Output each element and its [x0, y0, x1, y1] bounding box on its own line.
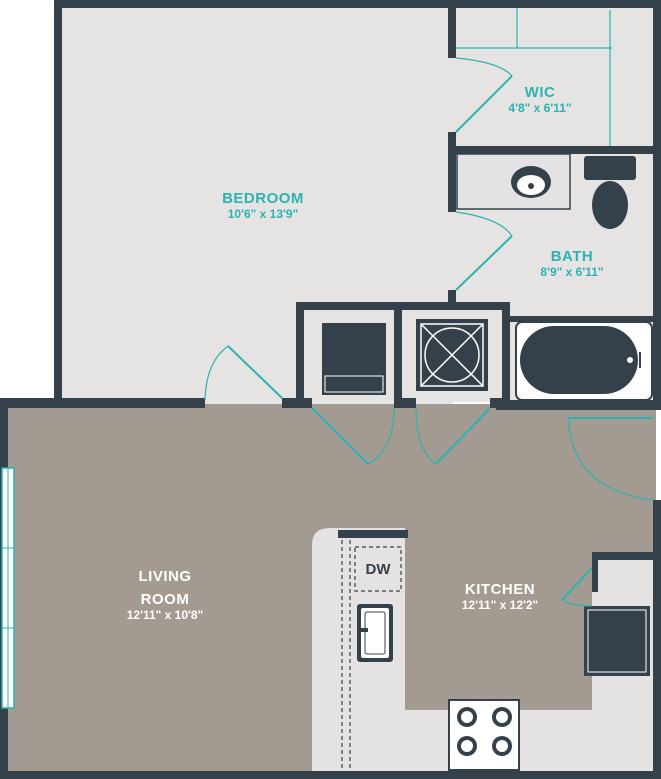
bath-dims: 8'9" x 6'11" — [540, 265, 604, 279]
wic-dims: 4'8" x 6'11" — [508, 101, 572, 115]
sink-inner — [364, 611, 386, 655]
tub-drain — [627, 357, 633, 363]
bar-top — [338, 530, 408, 538]
bedroom-label: BEDROOM 10'6" x 13'9" — [188, 190, 338, 221]
refrigerator-outline — [587, 609, 647, 673]
living-name-line2: ROOM — [140, 591, 190, 608]
washer-panel — [324, 375, 384, 393]
bathtub-basin — [520, 326, 638, 394]
kitchen-name: KITCHEN — [464, 581, 536, 598]
living-name-line1: LIVING — [138, 568, 192, 585]
wic-name: WIC — [524, 84, 556, 101]
wic-label: WIC 4'8" x 6'11" — [490, 84, 590, 115]
stove-burner-ring — [461, 711, 473, 723]
living-dims: 12'11" x 10'8" — [126, 608, 204, 622]
toilet-bowl — [592, 181, 628, 229]
bath-label: BATH 8'9" x 6'11" — [522, 248, 622, 279]
toilet-tank — [584, 156, 636, 180]
kitchen-dims: 12'11" x 12'2" — [461, 598, 539, 612]
water-heater-x2 — [420, 323, 484, 387]
living-label: LIVING ROOM 12'11" x 10'8" — [100, 568, 230, 622]
washer — [322, 323, 386, 395]
faucet — [358, 628, 368, 632]
water-heater-circle — [424, 327, 480, 383]
water-heater-frame — [420, 323, 484, 387]
refrigerator — [584, 606, 650, 676]
bath-name: BATH — [550, 248, 594, 265]
dishwasher-label: DW — [365, 560, 391, 578]
kitchen-island-inner — [320, 535, 340, 772]
stove-burner-ring — [496, 711, 508, 723]
kitchen-label: KITCHEN 12'11" x 12'2" — [440, 581, 560, 612]
dishwasher-box — [354, 546, 402, 592]
wic-floor — [453, 6, 656, 150]
bedroom-name: BEDROOM — [222, 190, 304, 207]
kitchen-island-counter — [312, 528, 592, 772]
doors — [204, 57, 654, 607]
bedroom-dims: 10'6" x 13'9" — [227, 207, 299, 221]
stove-burner-ring — [496, 740, 508, 752]
stove-burner-ring — [461, 740, 473, 752]
bath-sink-drain — [528, 183, 534, 189]
